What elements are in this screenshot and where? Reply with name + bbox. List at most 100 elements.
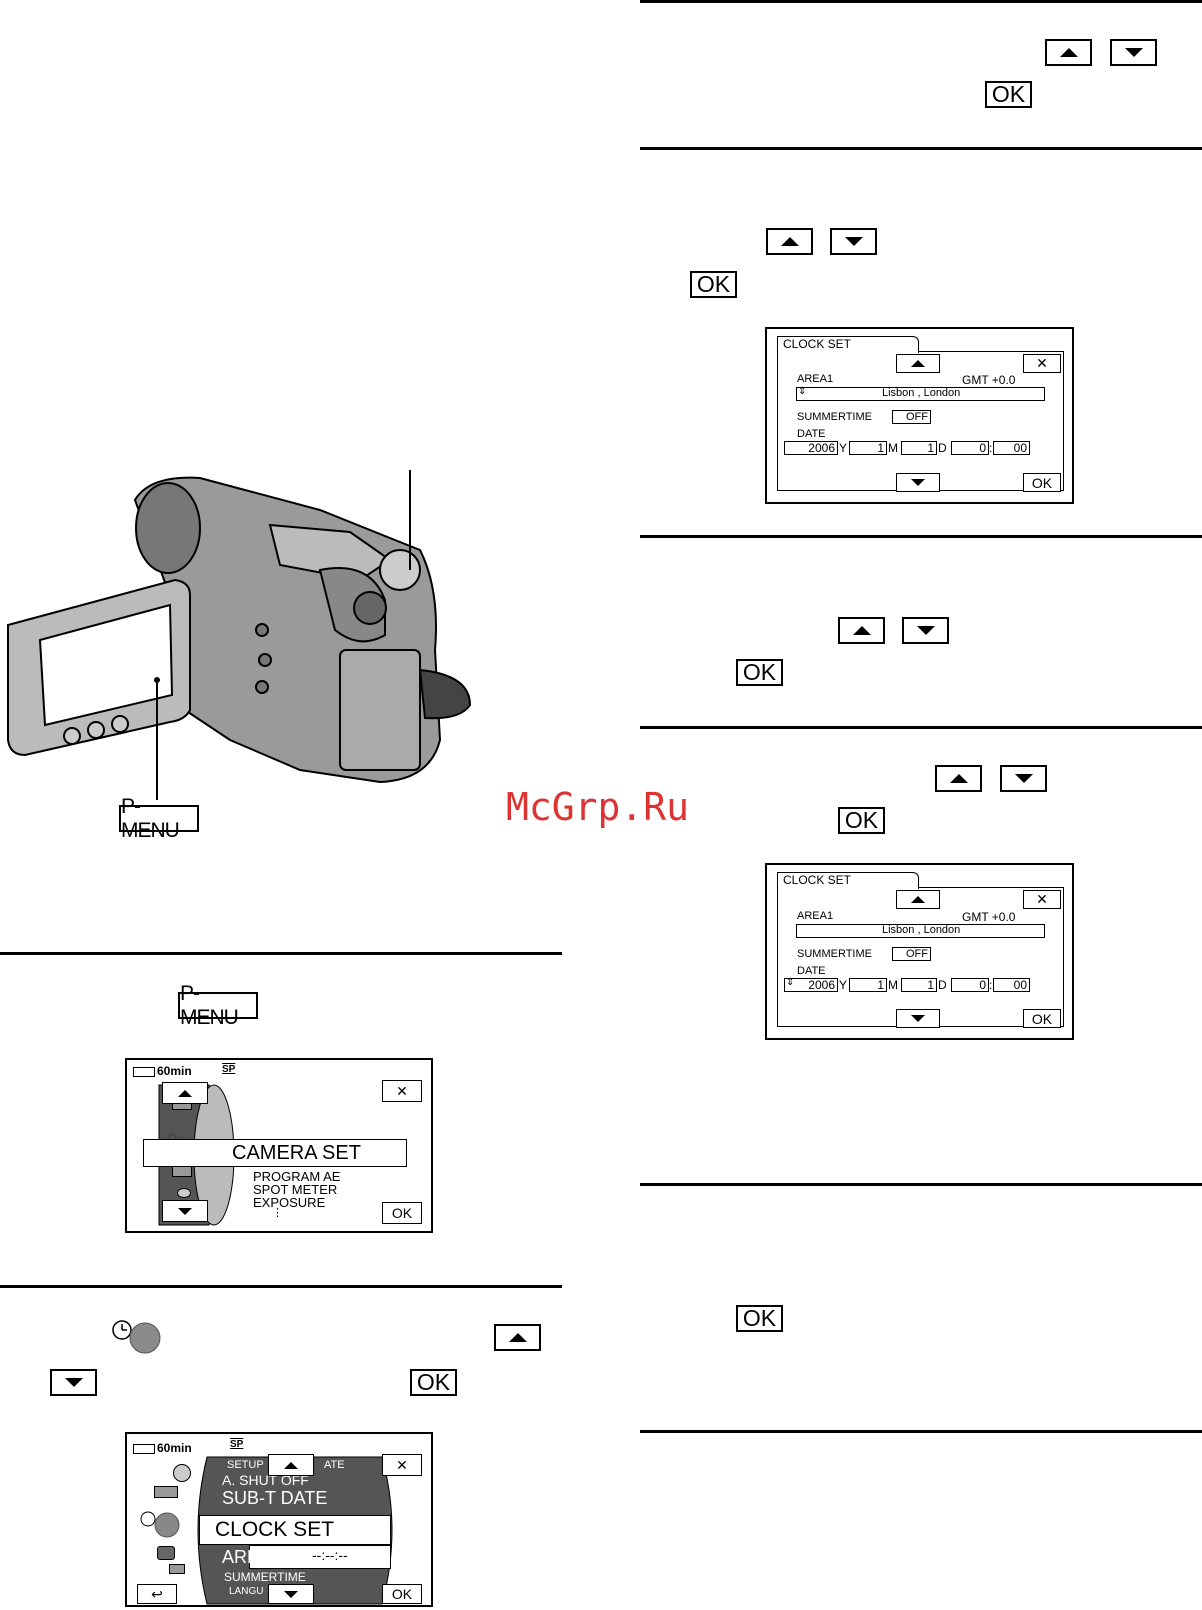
return-button[interactable]: ↩ xyxy=(137,1584,177,1604)
camcorder-illustration xyxy=(7,470,472,800)
day-unit: D xyxy=(938,978,947,992)
down-arrow-icon xyxy=(178,1207,192,1215)
year-field[interactable]: 2006 xyxy=(784,978,838,992)
day-field[interactable]: 1 xyxy=(901,441,937,455)
month-field[interactable]: 1 xyxy=(849,441,887,455)
ok-button[interactable]: OK xyxy=(1023,1009,1061,1028)
city-field[interactable] xyxy=(796,387,1045,401)
up-arrow-icon xyxy=(178,1089,192,1097)
divider xyxy=(640,535,1202,538)
up-button[interactable] xyxy=(1045,39,1092,66)
down-arrow-icon xyxy=(911,479,925,486)
clock-set-tab xyxy=(777,336,919,353)
down-button[interactable] xyxy=(1110,39,1157,66)
ok-button[interactable]: OK xyxy=(382,1584,422,1604)
down-button[interactable] xyxy=(1000,765,1047,792)
battery-remaining: 60min xyxy=(157,1441,192,1455)
up-arrow-icon xyxy=(949,774,968,783)
clock-set-title: CLOCK SET xyxy=(783,337,852,351)
summertime-value[interactable]: OFF xyxy=(892,410,931,424)
city-value: Lisbon , London xyxy=(882,924,961,936)
camera-icon xyxy=(157,1546,175,1560)
toolbox-icon xyxy=(154,1486,178,1498)
close-button[interactable]: ✕ xyxy=(1023,354,1061,373)
language-item: LANGU xyxy=(229,1586,264,1597)
menu-item[interactable]: EXPOSURE xyxy=(253,1195,326,1210)
summertime-label: SUMMERTIME xyxy=(797,411,872,423)
record-mode: SP xyxy=(222,1064,236,1075)
ok-button[interactable]: OK xyxy=(1023,473,1061,492)
scroll-up-button[interactable] xyxy=(896,354,940,373)
ok-button[interactable]: OK xyxy=(382,1202,422,1224)
up-button[interactable] xyxy=(838,617,885,644)
menu-item[interactable]: SUB-T DATE xyxy=(222,1488,328,1508)
menu-selected-item[interactable] xyxy=(199,1515,391,1545)
close-button[interactable]: ✕ xyxy=(382,1454,422,1476)
battery-icon xyxy=(133,1444,155,1454)
clock-globe-icon xyxy=(140,1511,180,1538)
hour-field[interactable]: 0 xyxy=(951,978,989,992)
down-arrow-icon xyxy=(1014,774,1033,783)
minute-field[interactable]: 00 xyxy=(993,441,1030,455)
scroll-down-button[interactable] xyxy=(268,1584,314,1604)
year-field[interactable]: 2006 xyxy=(784,441,838,455)
up-arrow-icon xyxy=(284,1461,298,1469)
ok-button[interactable]: OK xyxy=(985,81,1032,108)
down-arrow-icon xyxy=(64,1378,83,1387)
divider xyxy=(640,147,1202,150)
menu-item[interactable]: A. SHUT OFF xyxy=(222,1472,309,1488)
clock-set-screen: CLOCK SET ✕ AREA1 GMT +0.0 Lisbon , Lond… xyxy=(765,863,1074,1040)
scroll-down-button[interactable] xyxy=(896,1009,940,1028)
date-label: DATE xyxy=(797,428,826,440)
month-field[interactable]: 1 xyxy=(849,978,887,992)
down-button[interactable] xyxy=(830,228,877,255)
menu-selected-item[interactable] xyxy=(143,1139,407,1167)
menu-item[interactable]: PROGRAM AE xyxy=(253,1169,341,1184)
down-button[interactable] xyxy=(902,617,949,644)
scroll-up-button[interactable] xyxy=(268,1454,314,1476)
ok-button[interactable]: OK xyxy=(838,807,885,834)
minute-field[interactable]: 00 xyxy=(993,978,1030,992)
ok-button[interactable]: OK xyxy=(690,271,737,298)
ok-button[interactable]: OK xyxy=(736,1305,783,1332)
time-separator: : xyxy=(989,978,993,992)
day-unit: D xyxy=(938,441,947,455)
up-button[interactable] xyxy=(494,1324,541,1351)
month-unit: M xyxy=(888,441,898,455)
setup-header-right: ATE xyxy=(324,1459,345,1471)
day-field[interactable]: 1 xyxy=(901,978,937,992)
up-button[interactable] xyxy=(766,228,813,255)
up-arrow-icon xyxy=(911,360,925,367)
record-mode: SP xyxy=(230,1439,244,1450)
ok-button[interactable]: OK xyxy=(410,1369,457,1396)
up-arrow-icon xyxy=(508,1333,527,1342)
close-button[interactable]: ✕ xyxy=(382,1080,422,1102)
clock-set-title: CLOCK SET xyxy=(783,873,852,887)
close-button[interactable]: ✕ xyxy=(1023,890,1061,909)
year-unit: Y xyxy=(839,441,848,455)
scroll-down-button[interactable] xyxy=(162,1200,208,1222)
area-value: --:--:-- xyxy=(312,1547,348,1563)
updown-icon: ⇕ xyxy=(786,977,795,988)
scroll-up-button[interactable] xyxy=(162,1082,208,1104)
up-arrow-icon xyxy=(852,626,871,635)
ok-button[interactable]: OK xyxy=(736,659,783,686)
city-field[interactable] xyxy=(796,924,1045,938)
month-unit: M xyxy=(888,978,898,992)
clock-set-tab xyxy=(777,872,919,889)
year-unit: Y xyxy=(839,978,848,992)
menu-selected-label: CAMERA SET xyxy=(232,1142,361,1164)
pmenu-button[interactable]: P-MENU xyxy=(178,982,258,1029)
more-items-indicator: ⋮ xyxy=(272,1207,283,1219)
down-arrow-icon xyxy=(911,1015,925,1022)
hour-field[interactable]: 0 xyxy=(951,441,989,455)
down-arrow-icon xyxy=(1124,48,1143,57)
scroll-down-button[interactable] xyxy=(896,473,940,492)
menu-item[interactable]: SPOT METER xyxy=(253,1182,338,1197)
gmt-offset: GMT +0.0 xyxy=(962,910,1016,924)
scroll-up-button[interactable] xyxy=(896,890,940,909)
summertime-value[interactable]: OFF xyxy=(892,947,931,961)
down-button[interactable] xyxy=(50,1369,97,1396)
battery-icon xyxy=(133,1067,155,1077)
up-button[interactable] xyxy=(935,765,982,792)
